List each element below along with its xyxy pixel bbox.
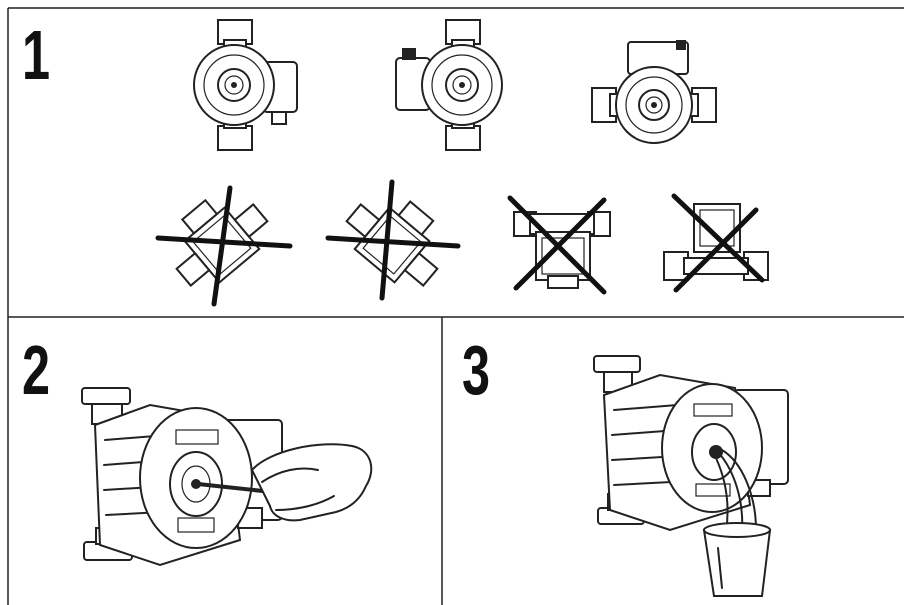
panel-2-number: 2 bbox=[22, 331, 51, 409]
pump-incorrect-tilted-2 bbox=[325, 179, 461, 301]
pump-correct-vertical-box-left bbox=[395, 19, 503, 151]
pump-correct-horizontal-box-top bbox=[591, 40, 717, 144]
panel-1-drawings bbox=[155, 19, 769, 307]
pump-correct-vertical-box-right bbox=[193, 19, 298, 151]
panel-3-number: 3 bbox=[462, 331, 491, 409]
pump-incorrect-tilted-1 bbox=[155, 185, 293, 307]
pump-incorrect-upside-down bbox=[507, 195, 611, 295]
panel-1-number: 1 bbox=[22, 16, 51, 94]
pump-incorrect-box-below bbox=[663, 193, 769, 293]
